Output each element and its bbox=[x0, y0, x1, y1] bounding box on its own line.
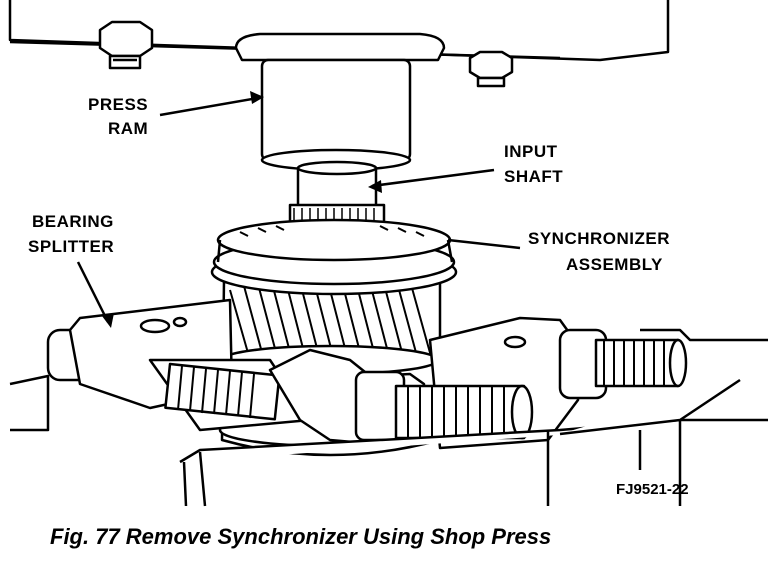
label-press-ram-line2: RAM bbox=[108, 119, 148, 138]
press-ram bbox=[234, 32, 446, 172]
label-synchronizer-line2: ASSEMBLY bbox=[566, 255, 663, 274]
label-input-shaft-line2: SHAFT bbox=[504, 167, 563, 186]
label-bearing-splitter-line2: SPLITTER bbox=[28, 237, 114, 256]
press-bed bbox=[9, 328, 768, 507]
arrow-press-ram bbox=[250, 91, 264, 104]
part-code: FJ9521-22 bbox=[616, 481, 689, 498]
press-nut-right bbox=[468, 50, 514, 88]
synchronizer-assembly bbox=[210, 218, 458, 296]
arrow-bearing-splitter bbox=[102, 313, 114, 328]
figure-caption: Fig. 77 Remove Synchronizer Using Shop P… bbox=[50, 524, 552, 549]
splitter-clamp-bolt bbox=[148, 348, 534, 446]
leader-press-ram bbox=[159, 96, 259, 117]
press-nut-left bbox=[98, 20, 154, 70]
label-bearing-splitter-line1: BEARING bbox=[32, 212, 114, 231]
leader-bearing-splitter bbox=[76, 261, 110, 323]
leader-synchronizer bbox=[447, 238, 521, 250]
leader-input-shaft bbox=[371, 168, 495, 188]
label-input-shaft-line1: INPUT bbox=[504, 142, 558, 161]
label-synchronizer-line1: SYNCHRONIZER bbox=[528, 229, 670, 248]
label-press-ram-line1: PRESS bbox=[88, 95, 148, 114]
arrow-input-shaft bbox=[368, 180, 382, 193]
